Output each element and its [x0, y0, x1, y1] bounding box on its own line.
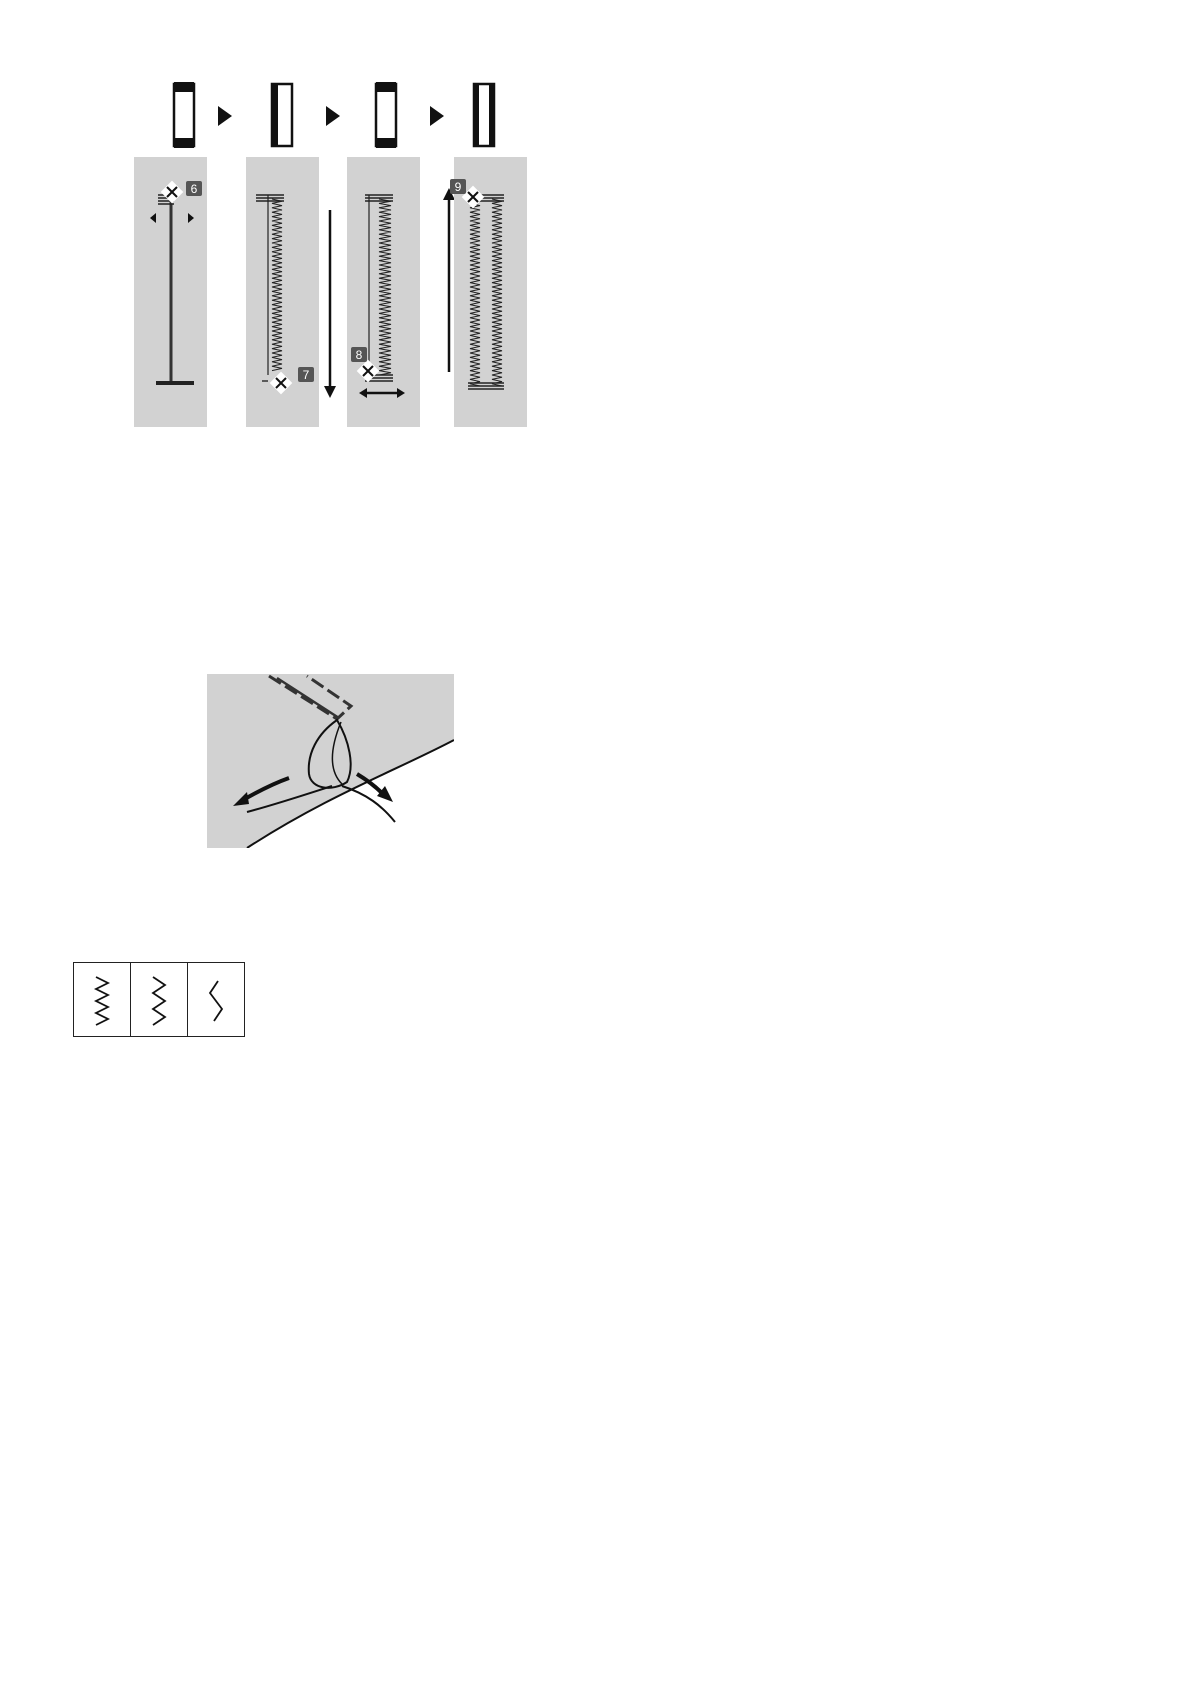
- step-sequence-row: [160, 78, 500, 150]
- needle-position-marker-icon: [161, 181, 184, 204]
- wide-zigzag-icon: [206, 975, 226, 1025]
- stitch-pattern-cell: [188, 963, 244, 1036]
- needle-position-marker-icon: [270, 372, 293, 395]
- step-badge: 6: [186, 181, 202, 196]
- step-badge-number: 6: [191, 182, 198, 196]
- zigzag-column: [470, 199, 480, 386]
- stitch-pattern-cell: [74, 963, 131, 1036]
- step-panel-1: 6: [134, 157, 207, 427]
- down-arrow-icon: [320, 208, 340, 408]
- double-arrow-icon: [359, 388, 405, 398]
- step-badge: 9: [450, 179, 466, 194]
- step-panel-4-drawing: 9: [454, 157, 527, 427]
- step-panel-2: 7: [246, 157, 319, 427]
- medium-zigzag-icon: [149, 975, 169, 1025]
- step-badge-number: 8: [356, 348, 363, 362]
- step-sequence-svg: [160, 78, 500, 150]
- thread-tie-illustration: [207, 674, 454, 848]
- step-panel-1-drawing: 6: [134, 157, 207, 427]
- step-badge-number: 7: [303, 368, 310, 382]
- step-panel-3: 8: [347, 157, 420, 427]
- buttonhole-step-2-icon: [272, 84, 292, 146]
- right-arrow-icon: [188, 213, 194, 223]
- stitch-pattern-cell: [131, 963, 188, 1036]
- needle-position-marker-icon: [357, 360, 380, 383]
- left-arrow-icon: [150, 213, 156, 223]
- step-panel-4: 9: [454, 157, 527, 427]
- buttonhole-step-3-icon: [376, 82, 396, 148]
- sequence-arrow-icon: [430, 106, 444, 126]
- buttonhole-step-1-icon: [174, 82, 194, 148]
- sequence-arrow-icon: [326, 106, 340, 126]
- zigzag-column: [492, 199, 502, 386]
- step-badge-number: 9: [455, 180, 462, 194]
- buttonhole-step-4-icon: [474, 84, 494, 146]
- thread-tie-drawing: [207, 674, 454, 848]
- stitch-pattern-table: [73, 962, 245, 1037]
- step-badge: 8: [351, 347, 367, 362]
- step-panel-3-drawing: 8: [347, 157, 420, 427]
- step-panel-2-drawing: 7: [246, 157, 319, 427]
- dense-zigzag-icon: [92, 975, 112, 1025]
- zigzag-column: [379, 199, 391, 375]
- zigzag-column: [272, 199, 282, 371]
- step-badge: 7: [298, 367, 314, 382]
- sequence-arrow-icon: [218, 106, 232, 126]
